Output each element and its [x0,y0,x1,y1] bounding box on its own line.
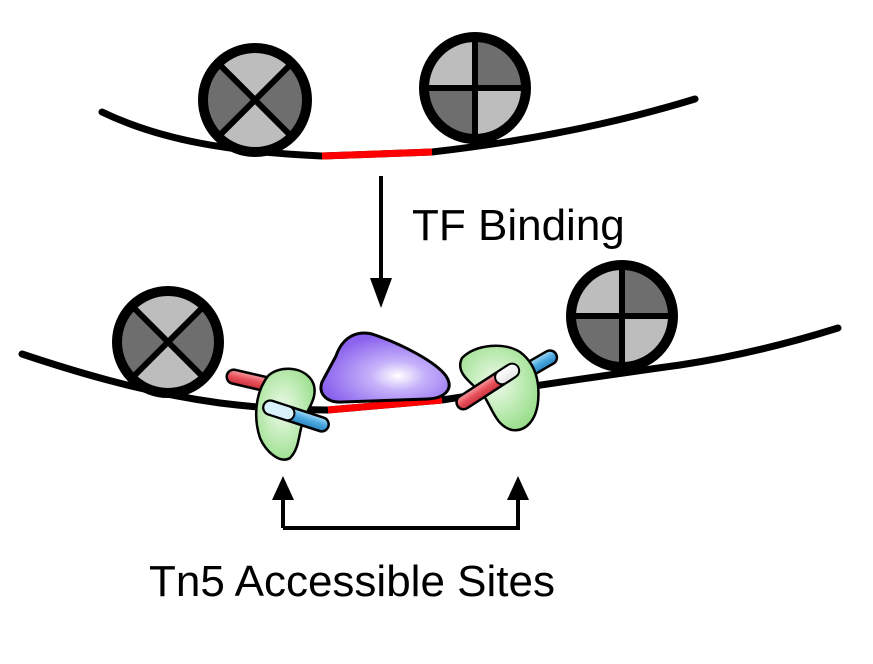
tn5-transposase-left [225,367,330,461]
dna-strand-top [98,95,699,160]
open-chromatin [18,260,842,461]
nucleosome-bottom-left [112,286,224,398]
transcription-factor [319,331,451,404]
nucleosome-bottom-right [566,260,678,372]
tn5-transposase-right [455,344,559,432]
tf-binding-label: TF Binding [412,201,625,250]
binding-site-top [321,148,433,160]
tf-binding-arrow [370,176,392,308]
closed-chromatin [98,32,699,160]
tn5-sites-bracket [272,476,529,530]
nucleosome-top-left [198,43,312,157]
arrow-up-left [272,476,294,500]
adapter-blue-left-inner [262,399,296,422]
adapter-white-right [494,362,521,386]
binding-site-bottom [327,396,443,414]
tn5-accessible-sites-label: Tn5 Accessible Sites [149,557,555,606]
arrow-up-right [507,476,529,500]
nucleosome-top-right [419,32,531,144]
